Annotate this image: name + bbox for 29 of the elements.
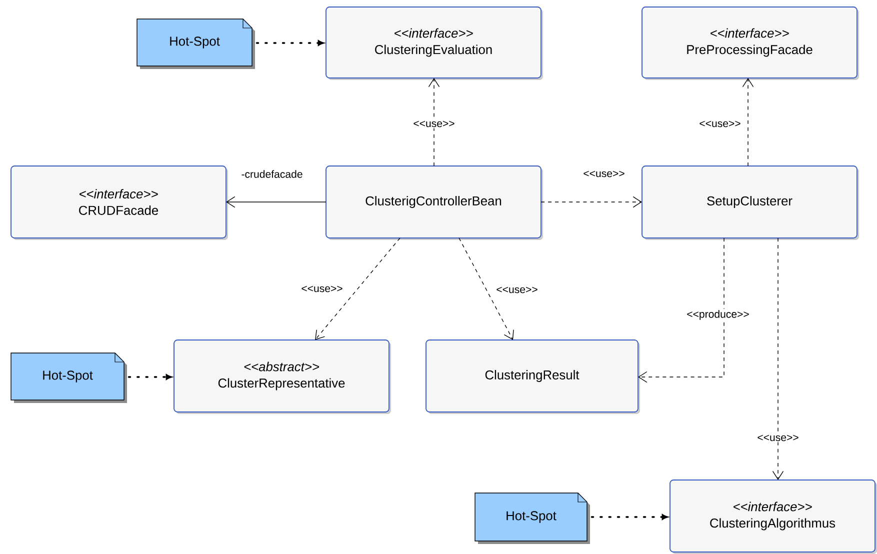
class-box: <<abstract>> ClusterRepresentative bbox=[174, 340, 391, 414]
class-box: <<interface>> ClusteringEvaluation bbox=[326, 6, 543, 80]
arrow bbox=[638, 238, 724, 383]
edge-label: <<use>> bbox=[412, 120, 456, 128]
class-box: SetupClusterer bbox=[642, 166, 859, 240]
class-box: <<interface>> CRUDFacade bbox=[10, 166, 228, 240]
edge-label: <<use>> bbox=[300, 284, 344, 294]
edge-label: <<produce>> bbox=[685, 308, 751, 322]
arrow bbox=[742, 78, 754, 166]
note: Hot-Spot bbox=[10, 352, 127, 403]
arrow bbox=[772, 238, 784, 480]
arrow bbox=[428, 78, 440, 166]
note: Hot-Spot bbox=[474, 492, 590, 544]
class-box: ClusterigControllerBean bbox=[326, 166, 543, 240]
arrow bbox=[128, 374, 172, 380]
edge-label: <<use>> bbox=[495, 286, 539, 294]
arrow bbox=[226, 196, 326, 208]
class-box: <<interface>> ClusteringAlgorithmus bbox=[670, 480, 877, 554]
class-box: <<interface>> PreProcessingFacade bbox=[642, 6, 859, 80]
edge-label: -crudefacade bbox=[240, 168, 304, 180]
class-box: ClusteringResult bbox=[426, 340, 640, 414]
arrow bbox=[590, 514, 668, 520]
arrow bbox=[256, 40, 324, 46]
arrow bbox=[315, 238, 400, 340]
arrow bbox=[540, 196, 642, 208]
edge-label: <<use>> bbox=[756, 434, 800, 442]
edge-label: <<use>> bbox=[698, 120, 742, 128]
arrow bbox=[458, 238, 514, 340]
edge-label: <<use>> bbox=[582, 170, 626, 178]
